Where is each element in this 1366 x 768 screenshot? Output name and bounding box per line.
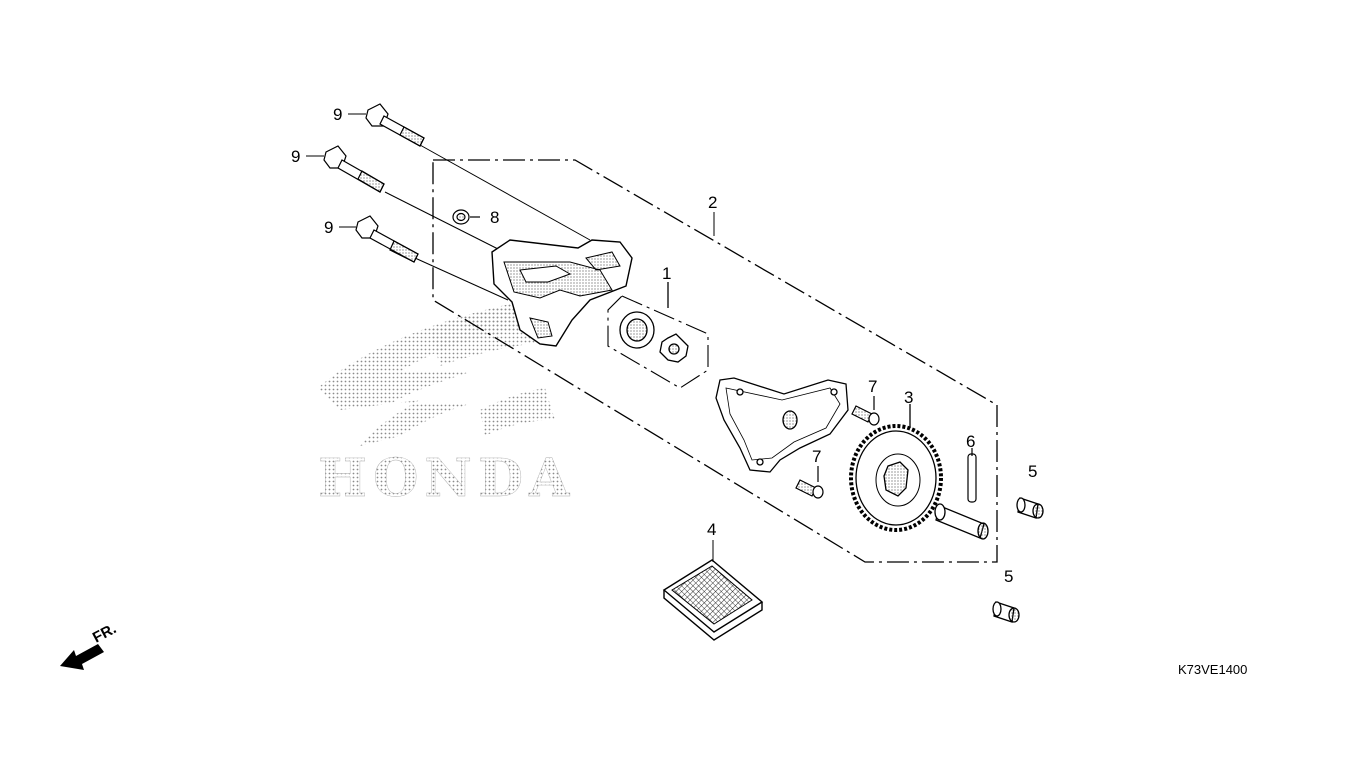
oil-pump-body xyxy=(491,239,633,347)
callout-labels: 9 9 9 8 2 1 7 3 6 7 5 4 5 xyxy=(291,105,1037,586)
assembly-group-outline xyxy=(432,159,998,563)
dowel-collar-upper xyxy=(1016,497,1044,519)
pan-screw-upper xyxy=(851,396,880,426)
pump-drive-gear xyxy=(849,404,943,532)
front-label: FR. xyxy=(90,620,119,646)
callout-6: 6 xyxy=(966,432,975,451)
arrow-icon xyxy=(60,644,104,670)
dowel-ring xyxy=(452,209,480,225)
pump-shaft xyxy=(934,503,989,540)
pan-screw-lower xyxy=(795,466,824,499)
bolt-leader-lines xyxy=(306,113,591,301)
callout-7-b: 7 xyxy=(812,447,821,466)
callout-5-b: 5 xyxy=(1004,567,1013,586)
callout-8: 8 xyxy=(490,208,499,227)
honda-logo-text: HONDA xyxy=(318,448,575,509)
flange-bolt-2 xyxy=(323,145,385,193)
callout-9-a: 9 xyxy=(333,105,342,124)
gear-pin xyxy=(967,448,977,503)
callout-7-a: 7 xyxy=(868,377,877,396)
oil-strainer-screen xyxy=(662,540,764,641)
pump-cover-plate xyxy=(715,377,849,473)
callout-9-b: 9 xyxy=(291,147,300,166)
callout-4: 4 xyxy=(707,520,716,539)
callout-3: 3 xyxy=(904,388,913,407)
callout-2: 2 xyxy=(708,193,717,212)
callout-9-c: 9 xyxy=(324,218,333,237)
dowel-collar-lower xyxy=(992,601,1020,623)
callout-1: 1 xyxy=(662,264,671,283)
flange-bolt-1 xyxy=(365,103,425,147)
flange-bolt-3 xyxy=(355,215,419,263)
front-direction-arrow: FR. xyxy=(60,620,119,670)
callout-5-a: 5 xyxy=(1028,462,1037,481)
diagram-code: K73VE1400 xyxy=(1178,662,1247,677)
pump-rotor-set xyxy=(607,282,709,389)
